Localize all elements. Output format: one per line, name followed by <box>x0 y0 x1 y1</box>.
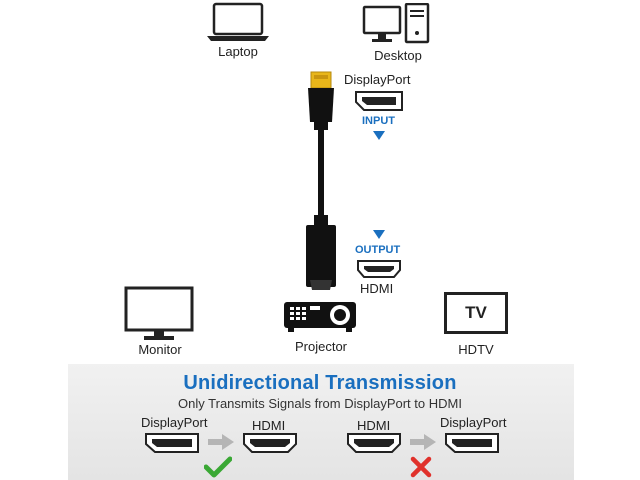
tv-screen-text: TV <box>465 303 487 322</box>
hdmi-port-icon <box>357 260 401 278</box>
monitor-label: Monitor <box>138 342 182 357</box>
cross-icon <box>410 456 432 478</box>
projector-label: Projector <box>294 339 348 354</box>
output-port-label: HDMI <box>360 281 394 296</box>
check-icon <box>204 456 232 478</box>
laptop-icon <box>207 2 269 41</box>
invalid-from-label: HDMI <box>357 418 391 433</box>
projector-icon <box>284 302 356 332</box>
laptop-label: Laptop <box>218 44 258 59</box>
invalid-displayport-icon <box>445 433 499 453</box>
input-arrow-icon <box>373 131 385 140</box>
input-port-label: DisplayPort <box>344 72 411 87</box>
transmission-title: Unidirectional Transmission <box>183 372 457 394</box>
valid-to-label: HDMI <box>252 418 286 433</box>
hdtv-label: HDTV <box>458 342 494 357</box>
transmission-panel <box>68 364 574 480</box>
invalid-arrow-icon <box>410 434 436 450</box>
valid-arrow-icon <box>208 434 234 450</box>
monitor-icon <box>124 286 194 340</box>
output-tag: OUTPUT <box>355 244 401 256</box>
output-arrow-icon <box>373 230 385 239</box>
dp-to-hdmi-adapter <box>306 71 336 290</box>
displayport-port-icon <box>355 91 403 111</box>
input-tag: INPUT <box>362 115 395 127</box>
tv-icon: TV <box>444 292 508 334</box>
valid-hdmi-icon <box>243 433 297 453</box>
invalid-hdmi-icon <box>347 433 401 453</box>
valid-from-label: DisplayPort <box>141 415 208 430</box>
desktop-label: Desktop <box>374 48 422 63</box>
desktop-icon <box>362 3 430 44</box>
invalid-to-label: DisplayPort <box>440 415 507 430</box>
transmission-subtitle: Only Transmits Signals from DisplayPort … <box>178 396 462 411</box>
valid-displayport-icon <box>145 433 199 453</box>
